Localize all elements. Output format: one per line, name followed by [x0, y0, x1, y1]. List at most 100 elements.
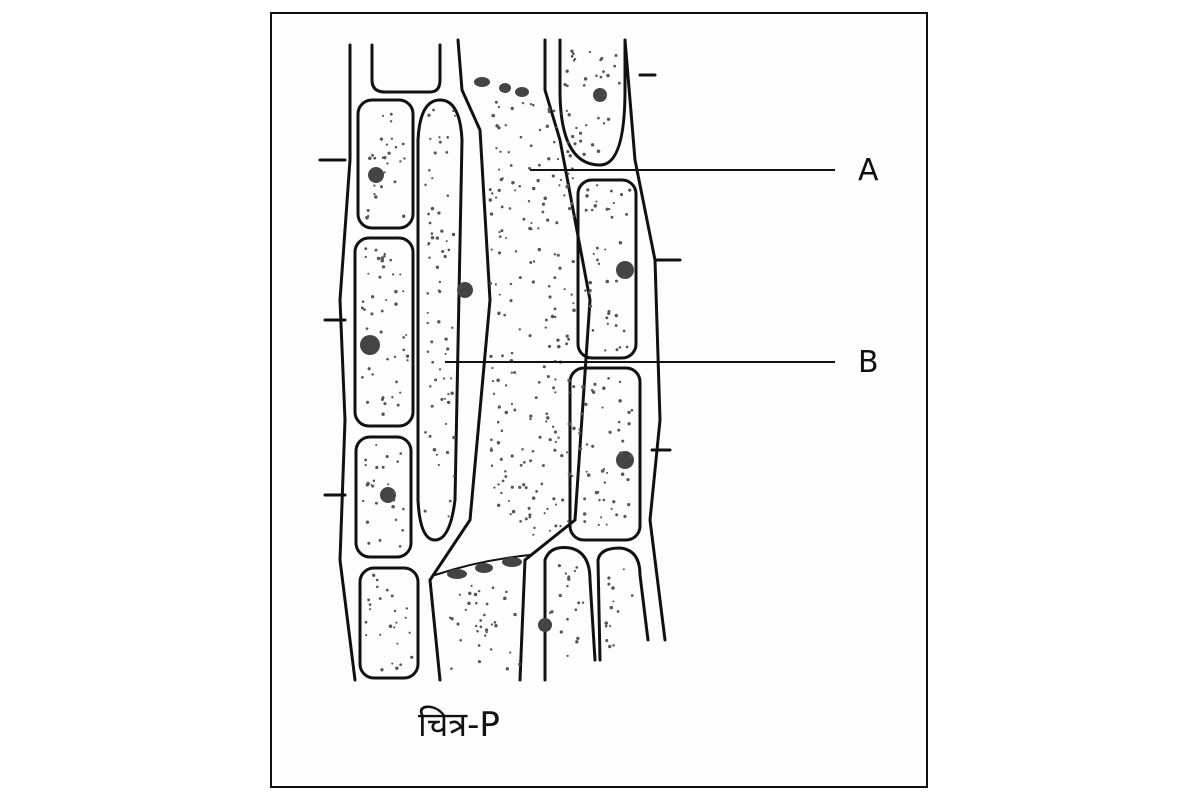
- stipple-dot: [536, 178, 540, 183]
- stipple-dot: [588, 280, 593, 285]
- stipple-dot: [531, 186, 536, 191]
- stipple-dot: [588, 50, 591, 54]
- stipple-dot: [430, 232, 434, 235]
- stipple-dot: [484, 628, 489, 632]
- stipple-dot: [618, 399, 622, 403]
- stipple-dot: [503, 313, 506, 317]
- stipple-dot: [379, 330, 383, 334]
- stipple-dot: [577, 601, 581, 605]
- stipple-dot: [537, 247, 541, 252]
- left-cell-1: [356, 98, 415, 230]
- stipple-dot: [548, 529, 551, 532]
- stipple-dot: [546, 218, 550, 222]
- stipple-dot: [544, 326, 547, 329]
- stipple-dot: [491, 586, 495, 589]
- stipple-dot: [403, 157, 406, 160]
- stipple-dot: [625, 345, 629, 349]
- stipple-dot: [371, 373, 374, 376]
- stipple-dot: [503, 596, 507, 601]
- stipple-dot: [456, 622, 460, 626]
- stipple-dot: [528, 516, 532, 519]
- stipple-dot: [504, 410, 509, 415]
- stipple-dot: [450, 377, 453, 380]
- stipple-dot: [376, 256, 381, 261]
- stipple-dot: [602, 122, 606, 125]
- stipple-dot: [390, 137, 394, 140]
- stipple-dot: [446, 347, 450, 351]
- stipple-dot: [565, 84, 569, 88]
- stipple-dot: [404, 616, 407, 619]
- stipple-dot: [537, 163, 541, 167]
- stipple-dot: [529, 102, 533, 106]
- stipple-dot: [467, 601, 471, 606]
- stipple-dot: [445, 240, 448, 243]
- stipple-dot: [401, 528, 405, 532]
- stipple-dot: [534, 396, 538, 400]
- stipple-dot: [366, 208, 370, 212]
- stipple-dot: [470, 584, 473, 587]
- stipple-dot: [378, 538, 382, 542]
- stipple-dot: [568, 391, 571, 394]
- stipple-dot: [498, 231, 501, 234]
- stipple-dot: [433, 151, 437, 155]
- stipple-dot: [443, 254, 447, 259]
- stipple-dot: [432, 108, 435, 112]
- stipple-dot: [602, 386, 606, 390]
- stipple-dot: [505, 236, 508, 240]
- stipple-dot: [391, 504, 395, 509]
- stipple-dot: [610, 507, 613, 511]
- stipple-dot: [583, 512, 587, 516]
- stipple-dot: [570, 134, 575, 139]
- stipple-dot: [441, 249, 445, 253]
- right-cell-2: [568, 366, 642, 542]
- stipple-dot: [386, 357, 389, 361]
- stipple-dot: [563, 288, 566, 291]
- stipple-dot: [529, 144, 533, 148]
- stipple-dot: [604, 624, 608, 628]
- stipple-dot: [428, 221, 432, 225]
- stipple-dot: [557, 564, 561, 568]
- stipple-dot: [389, 258, 393, 262]
- stipple-dot: [444, 352, 447, 355]
- stipple-dot: [438, 280, 442, 284]
- stipple-dot: [522, 460, 526, 464]
- stipple-dot: [583, 77, 588, 81]
- stipple-dot: [567, 172, 570, 175]
- stipple-dot: [488, 188, 492, 192]
- stipple-dot: [452, 435, 456, 440]
- stipple-dot: [399, 391, 402, 394]
- stipple-dot: [597, 116, 600, 120]
- stipple-dot: [494, 623, 498, 628]
- stipple-dot: [527, 506, 531, 510]
- stipple-dot: [428, 256, 431, 259]
- stipple-dot: [558, 184, 561, 187]
- stipple-dot: [540, 482, 544, 486]
- stipple-dot: [365, 520, 370, 524]
- stipple-dot: [630, 594, 634, 597]
- stipple-dot: [500, 229, 504, 233]
- stipple-dot: [565, 109, 568, 113]
- stipple-dot: [609, 605, 614, 610]
- stipple-dot: [560, 453, 564, 458]
- stipple-dot: [364, 464, 367, 467]
- stipple-dot: [451, 326, 454, 330]
- stipple-dot: [368, 603, 372, 606]
- stipple-dot: [489, 448, 493, 452]
- stipple-dot: [567, 378, 571, 383]
- stipple-dot: [584, 402, 588, 407]
- stipple-dot: [510, 454, 514, 458]
- stipple-dot: [595, 258, 599, 262]
- stipple-dot: [617, 81, 621, 85]
- stipple-dot: [605, 471, 609, 474]
- stipple-dot: [567, 577, 571, 581]
- stipple-dot: [604, 349, 607, 352]
- stipple-dot: [626, 477, 630, 482]
- stipple-dot: [440, 229, 444, 233]
- stipple-dot: [609, 189, 613, 193]
- stipple-dot: [565, 451, 569, 454]
- stipple-dot: [566, 584, 569, 588]
- stipple-dot: [546, 416, 550, 420]
- stipple-dot: [568, 154, 572, 158]
- stipple-dot: [431, 360, 435, 364]
- stipple-dot: [547, 284, 551, 288]
